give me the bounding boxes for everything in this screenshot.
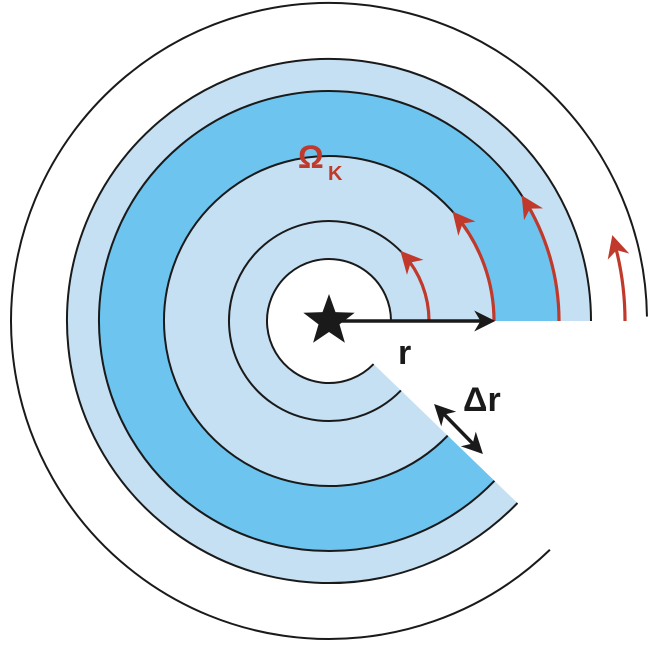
radius-label: r: [398, 334, 411, 372]
ring-width-label: Δr: [463, 381, 501, 419]
angular-velocity-label: Ω: [298, 139, 324, 175]
star-icon: [303, 294, 354, 343]
angular-velocity-subscript: K: [328, 163, 343, 185]
rotation-arrow-4: [614, 239, 625, 321]
